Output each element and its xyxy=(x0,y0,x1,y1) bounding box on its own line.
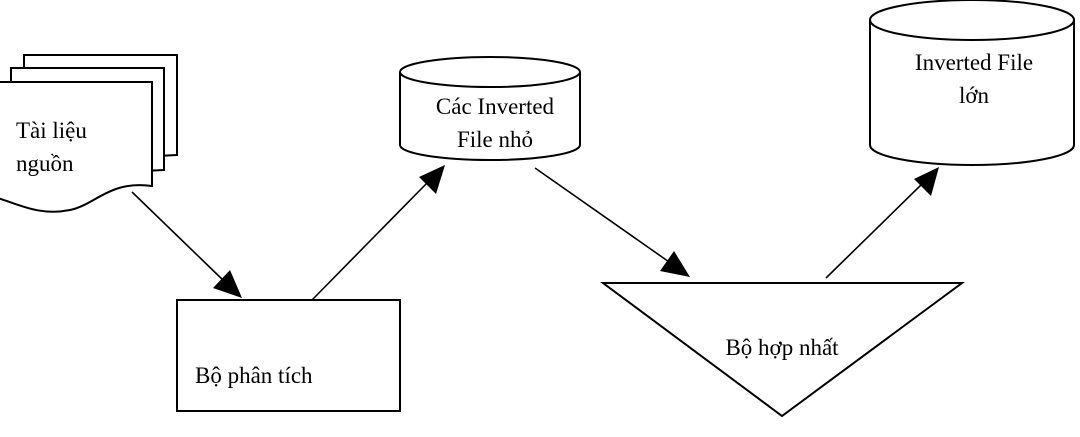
source-documents-label: Tài liệu nguồn xyxy=(16,114,87,180)
large-cylinder-top xyxy=(869,0,1075,41)
small-inverted-files-label-line1: Các Inverted xyxy=(435,94,555,119)
small-inverted-files-node xyxy=(399,56,581,161)
large-inverted-file-label-line2: lớn xyxy=(958,83,990,108)
small-inverted-files-label: Các Inverted File nhỏ xyxy=(410,90,580,156)
analyzer-label-text: Bộ phân tích xyxy=(195,363,313,388)
analyzer-box xyxy=(176,299,401,412)
small-cylinder-top xyxy=(399,56,581,88)
small-cylinder-body xyxy=(399,72,581,161)
source-documents-node xyxy=(0,54,178,213)
arrow-small-files-to-merger xyxy=(534,167,690,277)
merger-triangle xyxy=(599,282,966,418)
source-documents-label-line2: nguồn xyxy=(16,151,74,176)
large-inverted-file-label: Inverted File lớn xyxy=(876,46,1072,112)
arrow-merger-to-large-file xyxy=(825,167,939,279)
large-cylinder-body xyxy=(869,20,1075,166)
large-inverted-file-label-line1: Inverted File xyxy=(914,50,1034,75)
source-documents-label-line1: Tài liệu xyxy=(16,118,87,143)
arrow-documents-to-analyzer xyxy=(131,191,242,298)
document-sheet-front xyxy=(0,81,153,213)
merger-label-text: Bộ hợp nhất xyxy=(725,335,839,360)
small-inverted-files-label-line2: File nhỏ xyxy=(456,127,534,152)
arrow-analyzer-to-small-files xyxy=(311,165,445,301)
large-inverted-file-node xyxy=(869,0,1075,166)
merger-label: Bộ hợp nhất xyxy=(682,331,882,364)
analyzer-label: Bộ phân tích xyxy=(195,359,313,392)
